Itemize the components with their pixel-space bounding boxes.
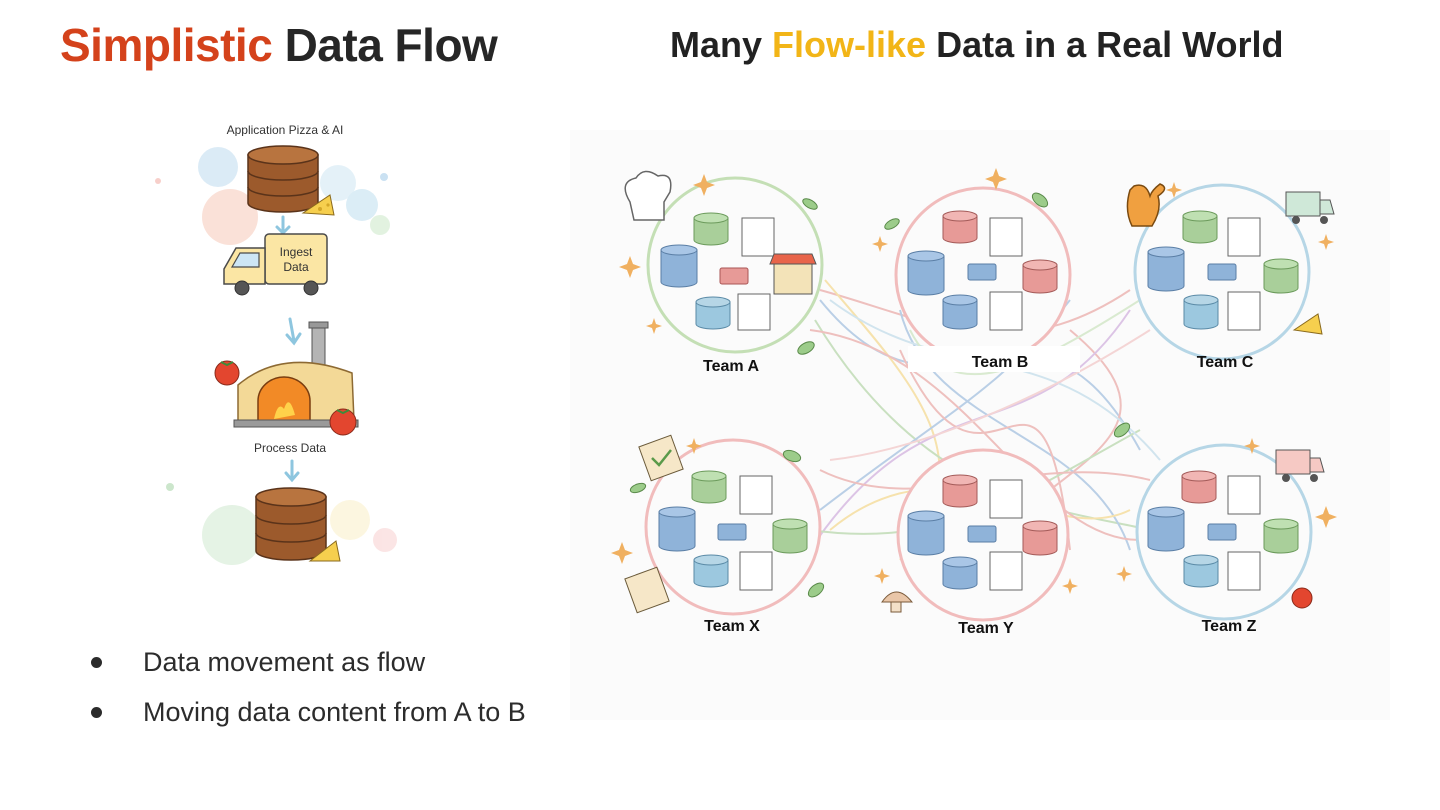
title-left-rest: Data Flow <box>272 19 498 71</box>
tomato-icon <box>1291 587 1313 609</box>
app-caption: Application Pizza & AI <box>227 125 344 137</box>
team-c-label: Team C <box>1197 354 1254 371</box>
team-y-label: Team Y <box>958 620 1014 637</box>
bullet-dot <box>91 657 102 668</box>
team-z-label: Team Z <box>1202 618 1257 635</box>
team-z-cluster <box>1135 443 1313 621</box>
cheese-icon <box>1292 313 1323 335</box>
flow-arrow-2 <box>285 317 302 346</box>
watercolor-splashes <box>155 147 397 565</box>
team-x-cluster <box>644 438 822 616</box>
bullet-item: Moving data content from A to B <box>90 690 526 740</box>
chef-hat-icon <box>624 170 672 221</box>
delivery-truck-icon <box>1275 449 1325 482</box>
title-right-before: Many <box>670 24 773 65</box>
team-x-label: Team X <box>704 618 760 635</box>
flow-arrow-1 <box>275 215 291 236</box>
destination-database-icon <box>255 487 327 561</box>
basil-leaf-icon <box>629 192 1131 598</box>
team-b-cluster <box>894 186 1072 364</box>
bullet-item: Data movement as flow <box>90 640 526 690</box>
title-left-accent: Simplistic <box>60 19 273 71</box>
sparkle-icon <box>611 168 1337 594</box>
clipboard-icon <box>624 566 670 614</box>
delivery-truck-icon <box>1285 191 1335 224</box>
slide-title-right: Many Flow-like Data in a Real World <box>670 24 1283 66</box>
bullet-dot <box>91 707 102 718</box>
source-database-icon <box>247 145 319 213</box>
clipboard-icon <box>638 434 684 482</box>
bullet-text: Data movement as flow <box>143 647 426 677</box>
process-label: Process Data <box>254 441 326 455</box>
flow-arrow-3 <box>284 459 300 483</box>
team-a-cluster <box>646 176 824 354</box>
bullet-text: Moving data content from A to B <box>143 697 526 727</box>
mushroom-icon <box>881 591 914 613</box>
tomato-icon <box>214 360 240 386</box>
simple-flow-illustration: Application Pizza & AI Ingest Data <box>155 125 397 565</box>
bullet-list: Data movement as flow Moving data conten… <box>90 640 526 740</box>
cheese-icon <box>308 540 341 562</box>
truck-label-line1: Ingest <box>280 245 313 259</box>
title-right-accent: Flow-like <box>772 24 927 65</box>
team-b-label: Team B <box>972 354 1029 371</box>
team-a-label: Team A <box>703 358 759 375</box>
team-y-cluster <box>896 448 1070 622</box>
truck-label-line2: Data <box>283 260 309 274</box>
cheese-icon <box>301 194 335 216</box>
team-c-cluster <box>1133 183 1311 361</box>
storefront-icon <box>769 253 817 295</box>
tomato-icon <box>329 408 357 436</box>
title-right-after: Data in a Real World <box>926 24 1284 65</box>
team-b-label-backdrop <box>908 346 1080 372</box>
oven-mitt-icon <box>1126 183 1166 227</box>
delivery-truck-icon <box>223 233 328 296</box>
slide-title-left: Simplistic Data Flow <box>60 18 498 72</box>
team-network-illustration: Team A Team B Team C Team X Team Y Team … <box>570 130 1390 720</box>
pizza-oven-icon <box>233 321 359 428</box>
